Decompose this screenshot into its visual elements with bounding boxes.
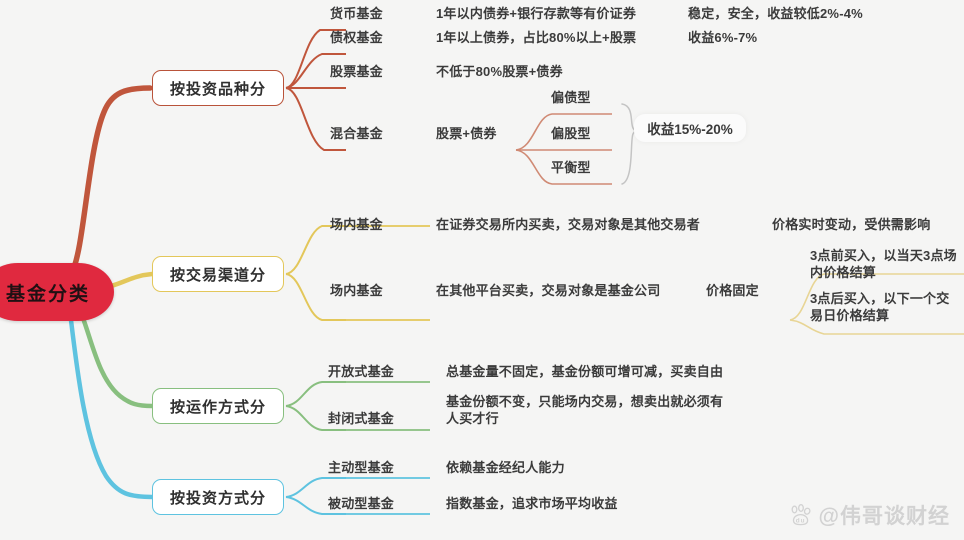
item-desc[interactable]: 1年以内债券+银行存款等有价证券 — [436, 6, 637, 21]
item-name[interactable]: 混合基金 — [330, 126, 383, 141]
item-extra[interactable]: 稳定，安全，收益较低2%-4% — [688, 6, 863, 21]
item-desc[interactable]: 总基金量不固定，基金份额可增可减，买卖自由 — [446, 364, 724, 379]
item-name[interactable]: 被动型基金 — [328, 496, 395, 511]
sub-item[interactable]: 偏债型 — [551, 90, 591, 105]
sub-item[interactable]: 3点后买入，以下一个交易日价格结算 — [810, 291, 950, 323]
item-name[interactable]: 债权基金 — [330, 30, 383, 45]
branch-node-by-investment-method[interactable]: 按投资方式分 — [152, 479, 284, 515]
sub-item[interactable]: 3点前买入，以当天3点场内价格结算 — [810, 248, 957, 280]
item-extra[interactable]: 价格实时变动，受供需影响 — [772, 217, 931, 232]
branch-label: 按投资方式分 — [169, 489, 266, 507]
watermark-handle: @伟哥谈财经 — [818, 505, 950, 528]
group-note-pill[interactable]: 收益15%-20% — [634, 114, 746, 142]
item-desc[interactable]: 基金份额不变，只能场内交易，想卖出就必须有人买才行 — [446, 394, 724, 426]
item-name[interactable]: 货币基金 — [330, 6, 383, 21]
branch-label: 按交易渠道分 — [169, 266, 266, 284]
root-node[interactable]: 基金分类 — [0, 263, 114, 321]
svg-text:du: du — [795, 517, 805, 524]
item-name[interactable]: 场内基金 — [330, 283, 383, 298]
group-note-label: 收益15%-20% — [647, 122, 733, 137]
branch-node-by-investment-product[interactable]: 按投资品种分 — [152, 70, 284, 106]
item-name[interactable]: 场内基金 — [330, 217, 383, 232]
item-desc[interactable]: 不低于80%股票+债券 — [436, 64, 563, 79]
item-name[interactable]: 开放式基金 — [328, 364, 395, 379]
watermark: du @伟哥谈财经 — [789, 500, 950, 530]
baidu-paw-icon: du — [789, 503, 813, 527]
item-desc[interactable]: 股票+债券 — [436, 126, 497, 141]
item-desc[interactable]: 指数基金，追求市场平均收益 — [446, 496, 618, 511]
item-extra[interactable]: 价格固定 — [706, 283, 759, 298]
item-desc[interactable]: 在证券交易所内买卖，交易对象是其他交易者 — [436, 217, 701, 232]
sub-item[interactable]: 偏股型 — [551, 126, 591, 141]
item-name[interactable]: 封闭式基金 — [328, 411, 395, 426]
item-name[interactable]: 股票基金 — [330, 64, 383, 79]
root-node-label: 基金分类 — [5, 283, 90, 305]
item-desc[interactable]: 在其他平台买卖，交易对象是基金公司 — [436, 283, 661, 298]
item-extra[interactable]: 收益6%-7% — [688, 30, 758, 45]
branch-node-by-operation-mode[interactable]: 按运作方式分 — [152, 388, 284, 424]
branch-label: 按运作方式分 — [169, 398, 266, 416]
branch-label: 按投资品种分 — [169, 80, 266, 98]
item-name[interactable]: 主动型基金 — [328, 460, 395, 475]
sub-item[interactable]: 平衡型 — [551, 160, 591, 175]
branch-node-by-trading-channel[interactable]: 按交易渠道分 — [152, 256, 284, 292]
item-desc[interactable]: 依赖基金经纪人能力 — [446, 460, 565, 475]
item-desc[interactable]: 1年以上债券，占比80%以上+股票 — [436, 30, 637, 45]
